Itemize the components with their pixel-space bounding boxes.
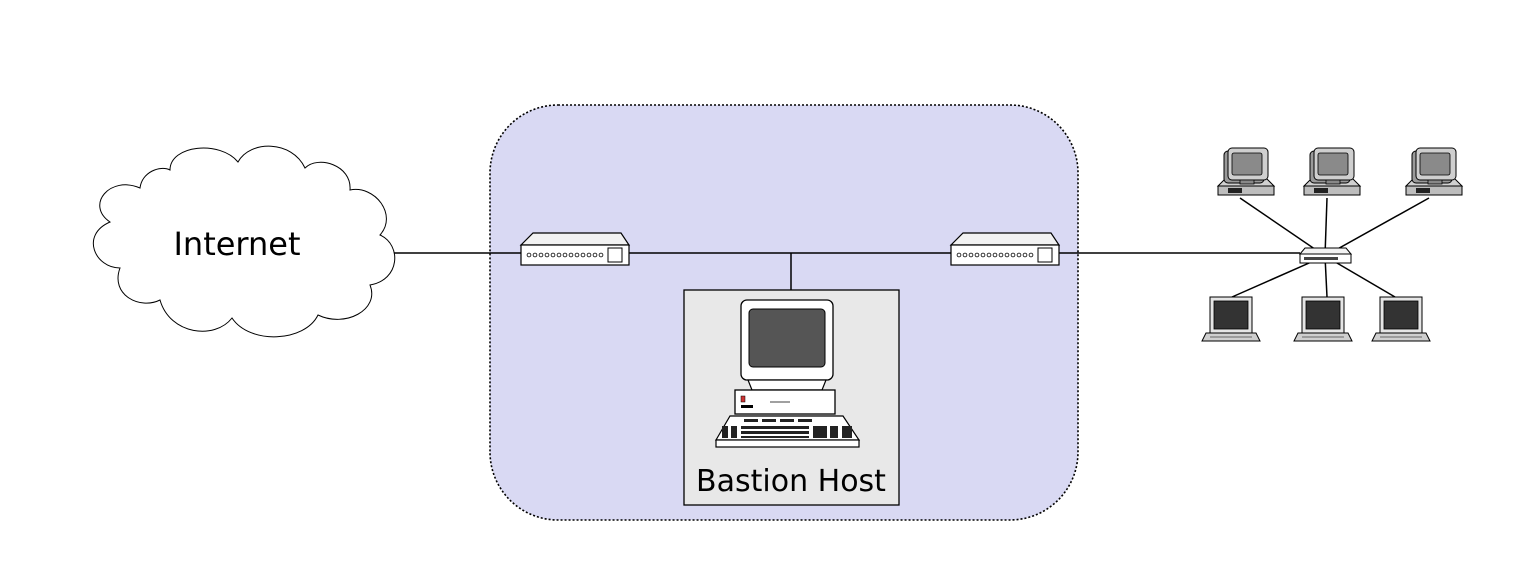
workstation-icon — [1218, 148, 1274, 195]
laptop-icon — [1202, 297, 1260, 341]
internet-cloud: Internet — [93, 146, 394, 337]
bastion-host-label: Bastion Host — [696, 464, 886, 499]
link-switch-ws-2 — [1325, 198, 1327, 256]
workstation-icon — [1406, 148, 1462, 195]
link-switch-ws-1 — [1240, 198, 1325, 256]
internet-label: Internet — [173, 225, 300, 263]
laptop-icon — [1372, 297, 1430, 341]
lan-switch-icon — [1300, 248, 1351, 263]
inner-router-icon — [951, 233, 1059, 265]
bastion-host: Bastion Host — [684, 290, 899, 505]
link-switch-ws-3 — [1325, 198, 1429, 256]
laptop-icon — [1294, 297, 1352, 341]
outer-router-icon — [521, 233, 629, 265]
workstation-icon — [1304, 148, 1360, 195]
